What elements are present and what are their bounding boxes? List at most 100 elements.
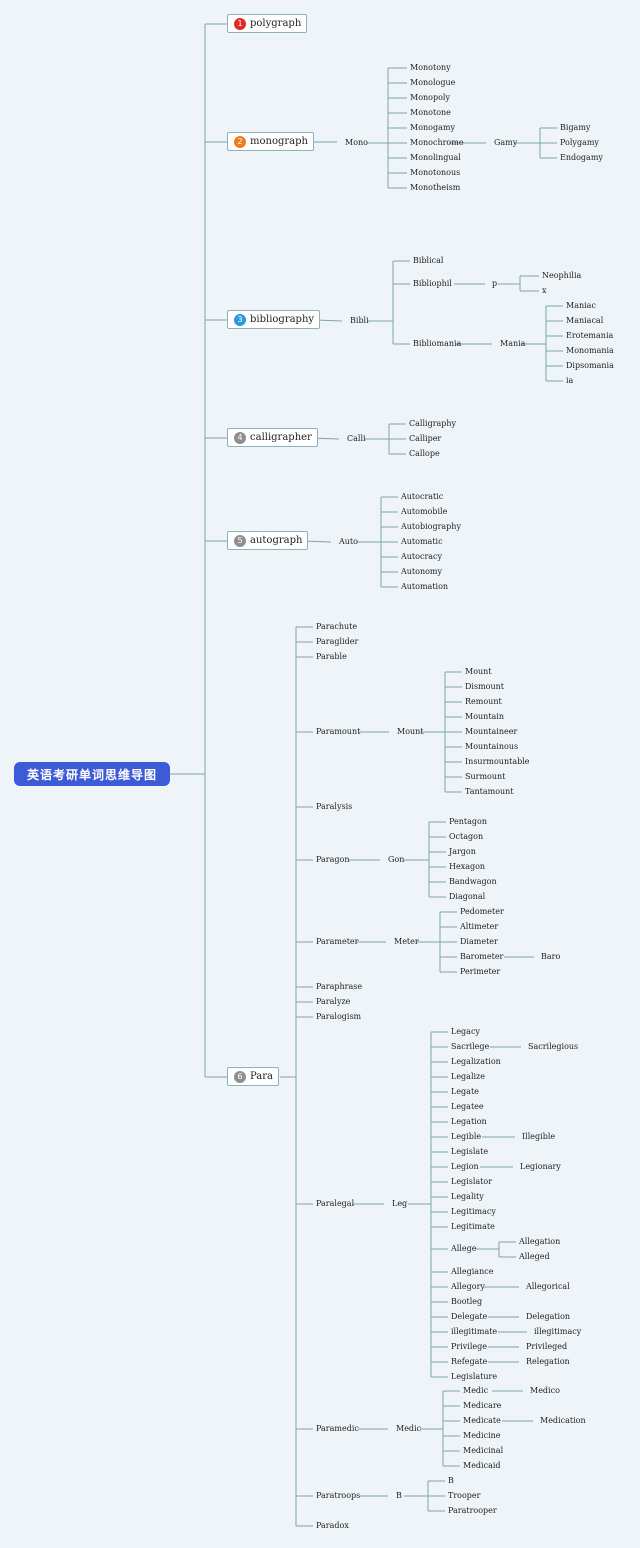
node-calli-2[interactable]: Calliper xyxy=(409,434,442,443)
node-mono-7[interactable]: Monolingual xyxy=(410,153,461,162)
node-bibli[interactable]: Bibli xyxy=(350,316,369,325)
node-mania[interactable]: Mania xyxy=(500,339,526,348)
node-gamy[interactable]: Gamy xyxy=(494,138,518,147)
node-medic-5[interactable]: Medicinal xyxy=(463,1446,504,1455)
node-gon-1[interactable]: Pentagon xyxy=(449,817,487,826)
node-mono-3[interactable]: Monopoly xyxy=(410,93,450,102)
node-auto-4[interactable]: Automatic xyxy=(401,537,443,546)
node-para-2[interactable]: Paraglider xyxy=(316,637,359,646)
node-calli-1[interactable]: Calligraphy xyxy=(409,419,457,428)
node-mount-6[interactable]: Mountainous xyxy=(465,742,519,751)
node-mono-2[interactable]: Monologue xyxy=(410,78,456,87)
node-meter-5[interactable]: Perimeter xyxy=(460,967,501,976)
node-mount-2[interactable]: Dismount xyxy=(465,682,504,691)
node-auto-3[interactable]: Autobiography xyxy=(401,522,461,531)
branch-monograph[interactable]: 2 monograph xyxy=(227,132,314,151)
node-auto-5[interactable]: Autocracy xyxy=(401,552,443,561)
node-mount-3[interactable]: Remount xyxy=(465,697,502,706)
node-leg[interactable]: Leg xyxy=(392,1199,408,1208)
node-b-3[interactable]: Paratrooper xyxy=(448,1506,497,1515)
node-para-3[interactable]: Parable xyxy=(316,652,347,661)
node-leg-16[interactable]: Allegiance xyxy=(451,1267,494,1276)
node-meter-2[interactable]: Altimeter xyxy=(460,922,499,931)
node-gon-3[interactable]: Jargon xyxy=(449,847,476,856)
node-leg-23[interactable]: Legislature xyxy=(451,1372,498,1381)
branch-bibliography[interactable]: 3 bibliography xyxy=(227,310,321,329)
node-gon-2[interactable]: Octagon xyxy=(449,832,484,841)
node-medic[interactable]: Medic xyxy=(396,1424,422,1433)
node-leg-14[interactable]: Legitimate xyxy=(451,1222,495,1231)
node-leg-17-1[interactable]: Allegorical xyxy=(526,1282,570,1291)
node-p-2[interactable]: x xyxy=(542,286,547,295)
node-mount-7[interactable]: Insurmountable xyxy=(465,757,530,766)
node-leg-5[interactable]: Legate xyxy=(451,1087,479,1096)
node-gon-6[interactable]: Diagonal xyxy=(449,892,486,901)
node-baro[interactable]: Baro xyxy=(541,952,561,961)
node-para-11[interactable]: Paralegal xyxy=(316,1199,355,1208)
node-mania-4[interactable]: Monomania xyxy=(566,346,614,355)
node-leg-21-1[interactable]: Privileged xyxy=(526,1342,568,1351)
branch-polygraph[interactable]: 1 polygraph xyxy=(227,14,308,33)
node-mono[interactable]: Mono xyxy=(345,138,368,147)
node-auto-1[interactable]: Autocratic xyxy=(401,492,444,501)
node-medic-3-1[interactable]: Medication xyxy=(540,1416,586,1425)
node-para-7[interactable]: Parameter xyxy=(316,937,359,946)
node-leg-4[interactable]: Legalize xyxy=(451,1072,486,1081)
node-b-2[interactable]: Trooper xyxy=(448,1491,481,1500)
node-auto-6[interactable]: Autonomy xyxy=(401,567,443,576)
node-leg-8[interactable]: Legible xyxy=(451,1132,482,1141)
node-leg-12[interactable]: Legality xyxy=(451,1192,484,1201)
node-mania-1[interactable]: Maniac xyxy=(566,301,596,310)
node-leg-19-1[interactable]: Delegation xyxy=(526,1312,571,1321)
node-leg-19[interactable]: Delegate xyxy=(451,1312,488,1321)
node-para-5[interactable]: Paralysis xyxy=(316,802,353,811)
node-mount-1[interactable]: Mount xyxy=(465,667,492,676)
node-mono-6[interactable]: Monochrome xyxy=(410,138,464,147)
node-para-14[interactable]: Paradox xyxy=(316,1521,349,1530)
node-gon[interactable]: Gon xyxy=(388,855,405,864)
node-leg-18[interactable]: Bootleg xyxy=(451,1297,483,1306)
node-mono-5[interactable]: Monogamy xyxy=(410,123,455,132)
node-para-12[interactable]: Paramedic xyxy=(316,1424,359,1433)
node-leg-8-1[interactable]: Illegible xyxy=(522,1132,556,1141)
node-leg-2-1[interactable]: Sacrilegious xyxy=(528,1042,579,1051)
node-leg-3[interactable]: Legalization xyxy=(451,1057,501,1066)
node-bibli-2[interactable]: Bibliophil xyxy=(413,279,452,288)
node-leg-7[interactable]: Legation xyxy=(451,1117,487,1126)
node-para-9[interactable]: Paralyze xyxy=(316,997,351,1006)
node-leg-22-1[interactable]: Relegation xyxy=(526,1357,570,1366)
node-mount-5[interactable]: Mountaineer xyxy=(465,727,518,736)
node-gon-5[interactable]: Bandwagon xyxy=(449,877,497,886)
branch-para[interactable]: 6 Para xyxy=(227,1067,279,1086)
node-gamy-1[interactable]: Bigamy xyxy=(560,123,591,132)
node-bibli-1[interactable]: Biblical xyxy=(413,256,444,265)
node-leg-20[interactable]: illegitimate xyxy=(451,1327,498,1336)
node-gamy-2[interactable]: Polygamy xyxy=(560,138,599,147)
node-b[interactable]: B xyxy=(396,1491,402,1500)
node-mount-4[interactable]: Mountain xyxy=(465,712,505,721)
node-medic-6[interactable]: Medicaid xyxy=(463,1461,501,1470)
node-p-1[interactable]: Neophilia xyxy=(542,271,582,280)
node-mania-5[interactable]: Dipsomania xyxy=(566,361,614,370)
node-leg-1[interactable]: Legacy xyxy=(451,1027,480,1036)
node-para-6[interactable]: Paragon xyxy=(316,855,350,864)
node-leg-9[interactable]: Legislate xyxy=(451,1147,489,1156)
node-mania-3[interactable]: Erotemania xyxy=(566,331,614,340)
node-medic-4[interactable]: Medicine xyxy=(463,1431,501,1440)
node-leg-15-2[interactable]: Alleged xyxy=(519,1252,550,1261)
node-leg-10-1[interactable]: Legionary xyxy=(520,1162,561,1171)
node-mono-8[interactable]: Monotonous xyxy=(410,168,461,177)
node-medic-3[interactable]: Medicate xyxy=(463,1416,501,1425)
node-leg-2[interactable]: Sacrilege xyxy=(451,1042,490,1051)
node-calli[interactable]: Calli xyxy=(347,434,366,443)
node-leg-15[interactable]: Allege xyxy=(451,1244,477,1253)
root-node[interactable]: 英语考研单词思维导图 xyxy=(14,762,170,786)
node-para-1[interactable]: Parachute xyxy=(316,622,358,631)
node-leg-15-1[interactable]: Allegation xyxy=(519,1237,561,1246)
node-meter-3[interactable]: Diameter xyxy=(460,937,498,946)
node-mono-9[interactable]: Monotheism xyxy=(410,183,461,192)
node-mount-9[interactable]: Tantamount xyxy=(465,787,514,796)
node-mount-8[interactable]: Surmount xyxy=(465,772,506,781)
node-para-10[interactable]: Paralogism xyxy=(316,1012,362,1021)
node-mania-6[interactable]: ia xyxy=(566,376,574,385)
